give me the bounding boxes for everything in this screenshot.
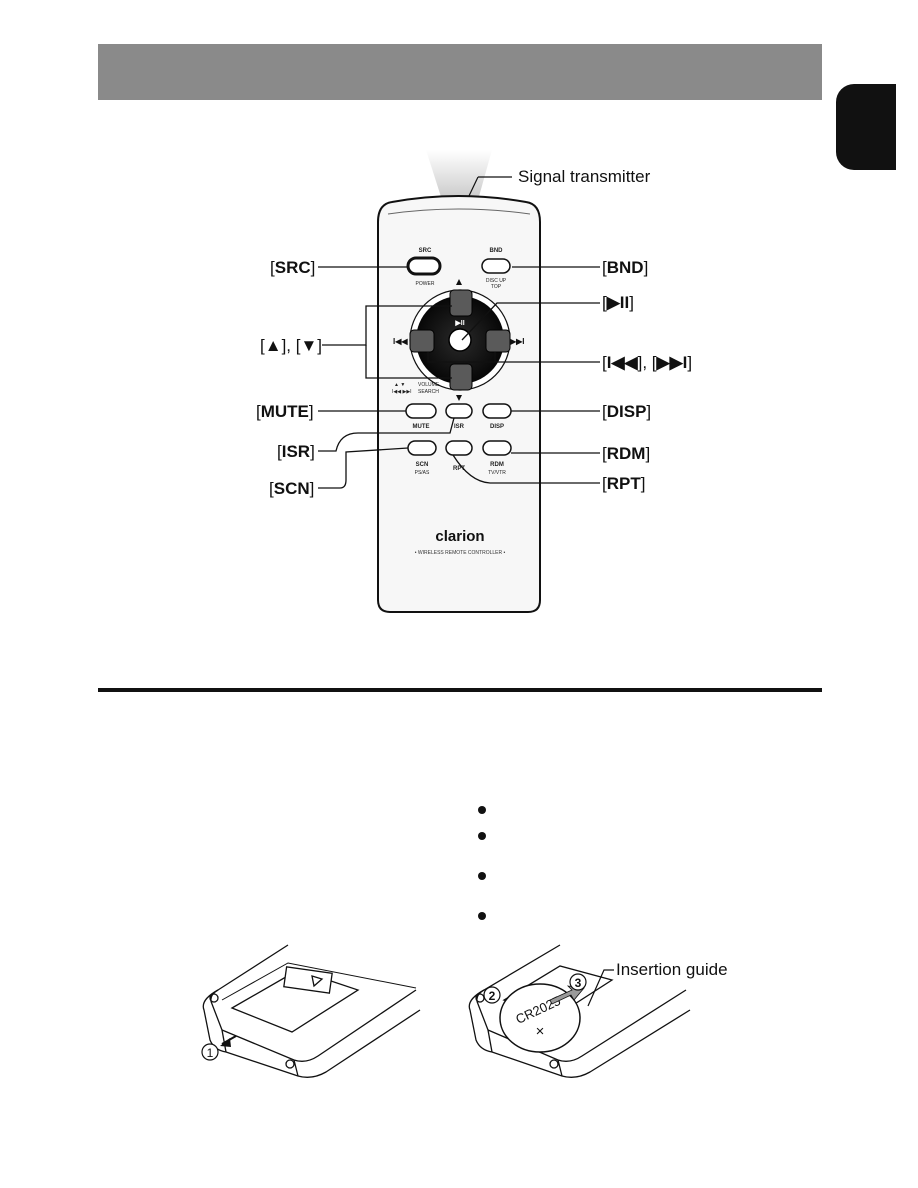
skip-next-button[interactable]	[485, 329, 511, 353]
disp-button[interactable]	[482, 403, 512, 419]
bnd-sub-label-1: DISC UP	[486, 278, 507, 284]
signal-beam	[426, 150, 492, 200]
battery-plus-symbol: ×	[536, 1023, 545, 1040]
battery-coin	[499, 983, 581, 1053]
callout-scn: [SCN]	[269, 479, 314, 498]
bullet-4	[478, 912, 486, 920]
language-side-tab	[836, 84, 896, 170]
callout-play-pause: [▶II]	[602, 293, 634, 312]
scn-button[interactable]	[407, 440, 437, 456]
step-3-marker	[569, 973, 587, 991]
src-sub-label: POWER	[416, 281, 435, 287]
battery-cover-illustration	[202, 944, 421, 1078]
prev-symbol: I◀◀	[393, 337, 408, 346]
rpt-key-label: RPT	[453, 466, 465, 472]
isr-button[interactable]	[445, 403, 473, 419]
step-1-marker	[201, 1043, 219, 1061]
signal-transmitter-label: Signal transmitter	[518, 167, 651, 186]
bnd-button[interactable]	[481, 258, 511, 274]
section-header-band	[98, 44, 822, 100]
callout-mute: [MUTE]	[256, 402, 314, 421]
bullet-3	[478, 872, 486, 880]
callout-bnd: [BND]	[602, 258, 648, 277]
down-button[interactable]	[449, 363, 473, 391]
callout-skip: [I◀◀], [▶▶I]	[602, 353, 692, 372]
rdm-sub-label: TV/VTR	[488, 470, 506, 476]
next-symbol: ▶▶I	[509, 337, 525, 346]
src-key-label: SRC	[419, 248, 432, 254]
src-button[interactable]	[406, 256, 442, 276]
section-divider	[98, 688, 822, 692]
play-pause-button[interactable]	[448, 328, 472, 352]
callout-rdm: [RDM]	[602, 444, 650, 463]
rdm-key-label: RDM	[490, 462, 504, 468]
insertion-arrow	[549, 985, 585, 1005]
bullet-2	[478, 832, 486, 840]
step-2-marker	[483, 986, 501, 1004]
scn-sub-label: PS/AS	[415, 470, 430, 476]
skip-prev-button[interactable]	[409, 329, 435, 353]
callout-rpt: [RPT]	[602, 474, 645, 493]
bullet-list	[478, 800, 498, 940]
disp-key-label: DISP	[490, 424, 504, 430]
bnd-key-label: BND	[490, 248, 504, 254]
updown-symbols: ▲ ▼	[394, 382, 405, 388]
rdm-button[interactable]	[482, 440, 512, 456]
brand-subtitle: • WIRELESS REMOTE CONTROLLER •	[415, 550, 506, 556]
up-button[interactable]	[449, 289, 473, 317]
callout-isr: [ISR]	[277, 442, 315, 461]
rpt-button[interactable]	[445, 440, 473, 456]
mute-key-label: MUTE	[413, 424, 430, 430]
search-label: SEARCH	[418, 389, 439, 395]
step-2-number: 2	[489, 989, 496, 1003]
step-3-number: 3	[575, 976, 582, 990]
brand-logo: clarion	[435, 528, 484, 545]
callout-disp: [DISP]	[602, 402, 651, 421]
mute-button[interactable]	[405, 403, 437, 419]
bullet-1	[478, 806, 486, 814]
play-key-label: ▶II	[454, 320, 464, 327]
skip-symbols: I◀◀ ▶▶I	[392, 389, 412, 395]
bnd-sub-label-2: TOP	[491, 284, 502, 290]
callout-up-down: [▲], [▼]	[260, 336, 322, 355]
scn-key-label: SCN	[416, 462, 429, 468]
isr-key-label: ISR	[454, 424, 465, 430]
volume-label: VOLUME	[418, 382, 440, 388]
step-1-number: 1	[207, 1046, 214, 1060]
insertion-guide-label: Insertion guide	[616, 960, 728, 979]
callout-src: [SRC]	[270, 258, 315, 277]
